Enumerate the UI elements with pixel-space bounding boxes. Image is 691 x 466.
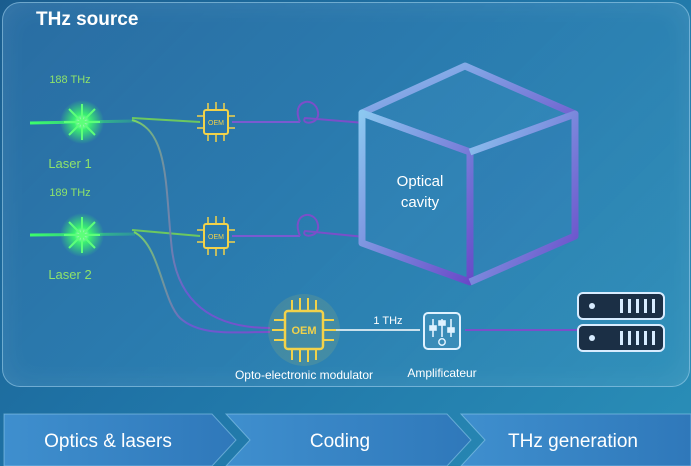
oem-chip-2-label: OEM <box>208 234 224 241</box>
pipeline-step-2-label: Coding <box>310 431 370 452</box>
panel-title: THz source <box>36 9 139 30</box>
oem-chip-2-icon: OEM <box>197 216 235 256</box>
pipeline-step-thz-generation: THz generation <box>459 413 691 466</box>
optical-cavity-cube <box>358 62 579 286</box>
laser-1-icon <box>29 100 136 144</box>
pipeline-step-1-label: Optics & lasers <box>44 431 172 452</box>
opto-electronic-modulator-icon: OEM <box>268 294 340 366</box>
optical-fibers <box>131 100 578 334</box>
laser-1-frequency: 188 THz <box>49 74 90 86</box>
cavity-label-line-2: cavity <box>401 194 440 211</box>
server-icon <box>577 292 665 352</box>
modulator-label: Opto-electronic modulator <box>235 368 373 382</box>
laser-2-frequency: 189 THz <box>49 187 90 199</box>
pipeline-step-3-label: THz generation <box>508 431 638 452</box>
pipeline-step-optics: Optics & lasers <box>3 413 237 466</box>
pipeline-step-coding: Coding <box>224 413 472 466</box>
laser-2-label: Laser 2 <box>48 267 91 282</box>
amplifier-label: Amplificateur <box>407 366 476 380</box>
cavity-label-line-1: Optical <box>397 173 444 190</box>
pipeline-bar: Optics & lasers Coding THz generation <box>3 413 691 466</box>
oem-chip-1-label: OEM <box>208 120 224 127</box>
oem-chip-1-icon: OEM <box>197 102 235 142</box>
output-frequency: 1 THz <box>373 315 402 327</box>
modulator-chip-label: OEM <box>291 325 316 337</box>
laser-2-icon <box>29 213 136 257</box>
amplifier-icon <box>423 312 461 350</box>
laser-1-label: Laser 1 <box>48 156 91 171</box>
